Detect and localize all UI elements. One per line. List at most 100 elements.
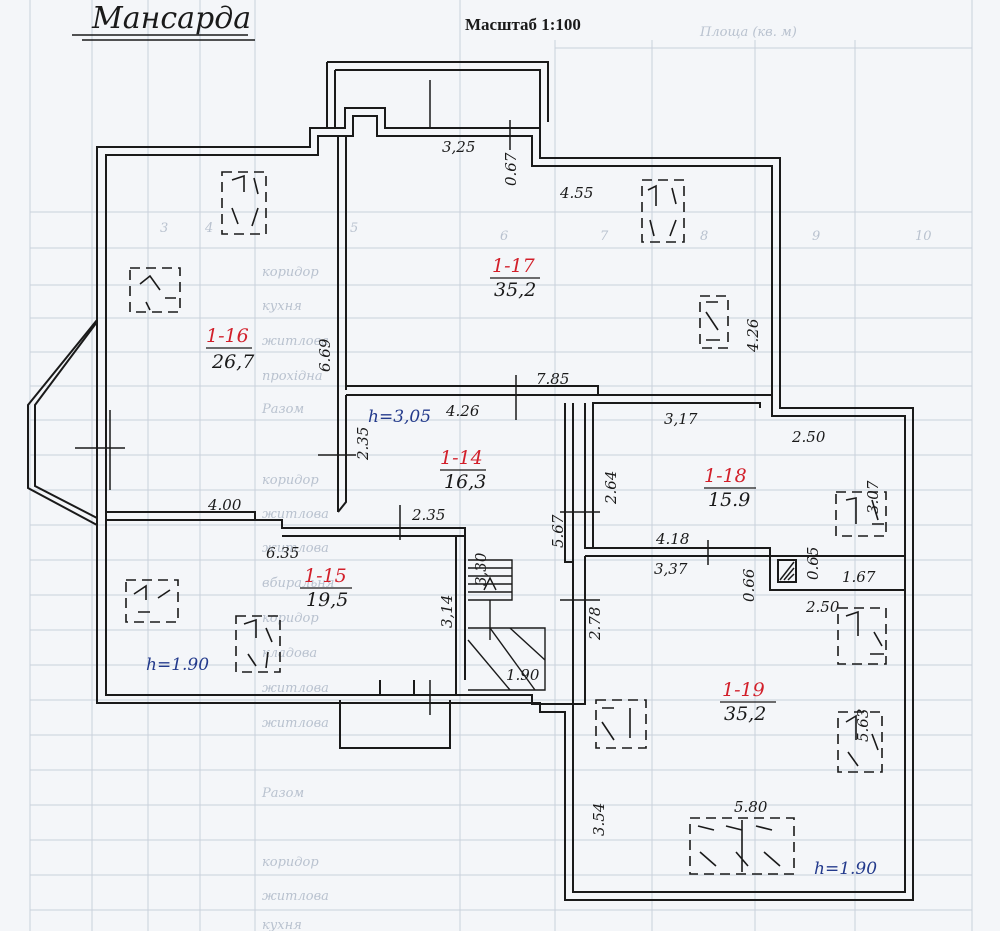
- window-symbols: [125, 171, 887, 875]
- form-row-label: житлова: [262, 541, 329, 556]
- dimension: 6.35: [266, 544, 299, 562]
- form-col-number: 8: [700, 229, 708, 244]
- room-area: 19,5: [306, 589, 348, 611]
- window-icon: [125, 579, 179, 623]
- dimension: 0.65: [804, 547, 822, 580]
- window-icon: [641, 179, 685, 243]
- title-underline: [72, 34, 255, 41]
- room-area: 26,7: [211, 351, 255, 373]
- window-icon: [837, 607, 887, 665]
- form-row-label: житлова: [262, 507, 329, 522]
- page-title: Мансарда: [91, 1, 251, 36]
- room-1-14: 1-14 16,3: [440, 447, 486, 493]
- room-1-19: 1-19 35,2: [720, 679, 776, 725]
- dimension: 4.55: [559, 184, 593, 202]
- form-row-label: житлова: [262, 681, 329, 696]
- window-icon: [129, 267, 181, 313]
- roof-outline: [326, 61, 549, 128]
- dimension: 1.90: [506, 666, 540, 684]
- form-row-label: коридор: [262, 265, 319, 280]
- room-1-15: 1-15 19,5: [300, 565, 352, 611]
- dimension: 3.07: [864, 480, 882, 514]
- dimension: 3,25: [442, 138, 475, 156]
- window-icon: [835, 491, 887, 537]
- scale-label: Масштаб 1:100: [465, 15, 581, 34]
- dimension: 3,37: [654, 560, 688, 578]
- dimension: 2.64: [602, 471, 620, 505]
- room-number: 1-18: [704, 465, 747, 487]
- form-row-label: кладова: [262, 646, 317, 661]
- exterior-walls: [96, 107, 914, 901]
- bottom-porch: [339, 680, 451, 749]
- opening-marks: [75, 80, 709, 715]
- room-area: 15.9: [708, 489, 750, 511]
- room-area: 35,2: [494, 279, 536, 301]
- dimension: 5.63: [854, 709, 872, 742]
- window-icon: [837, 711, 883, 773]
- background-form-text: Площа (кв. м) 3 4 5 6 7 8 9 10 коридор к…: [160, 25, 932, 931]
- dimension: 7.85: [536, 370, 569, 388]
- room-1-18: 1-18 15.9: [704, 465, 756, 511]
- room-number: 1-14: [440, 447, 483, 469]
- dimension: 0.66: [740, 568, 758, 602]
- dimension: 2.35: [411, 506, 445, 524]
- form-col-number: 5: [350, 221, 358, 236]
- form-row-label: Разом: [261, 786, 304, 801]
- dimension: 4.18: [655, 530, 689, 548]
- ceiling-height: h=1.90: [814, 859, 877, 879]
- room-1-16: 1-16 26,7: [206, 325, 255, 373]
- room-1-17: 1-17 35,2: [490, 255, 540, 301]
- form-col-number: 4: [204, 221, 213, 236]
- left-bay: [27, 319, 98, 526]
- form-row-label: житлова: [262, 889, 329, 904]
- dimension: 6.69: [316, 338, 334, 372]
- form-col-number: 10: [915, 229, 932, 244]
- form-row-label: кухня: [262, 918, 302, 931]
- form-row-label: Разом: [261, 402, 304, 417]
- window-icon: [595, 699, 647, 749]
- dimension: 2.50: [805, 598, 840, 616]
- dimension: 4.26: [445, 402, 480, 420]
- ceiling-height: h=3,05: [368, 407, 431, 427]
- window-icon: [689, 817, 795, 875]
- form-header: Площа (кв. м): [699, 25, 797, 40]
- room-area: 16,3: [444, 471, 486, 493]
- ceiling-heights: h=3,05 h=1.90 h=1.90: [146, 407, 877, 879]
- form-col-number: 7: [600, 229, 609, 244]
- dimension: 2.50: [791, 428, 826, 446]
- ceiling-height: h=1.90: [146, 655, 209, 675]
- dimension: 3,30: [472, 552, 490, 586]
- form-row-label: житлова: [262, 334, 329, 349]
- room-labels: 1-16 26,7 1-17 35,2 1-14 16,3 1-15 19,5 …: [206, 255, 776, 725]
- window-icon: [221, 171, 267, 235]
- form-row-label: вбиральня: [262, 576, 334, 591]
- dimension: 0.67: [502, 152, 520, 186]
- dimension: 2.78: [586, 607, 604, 641]
- ventilation-shaft: [777, 559, 797, 583]
- room-area: 35,2: [724, 703, 766, 725]
- dimension: 4.00: [207, 496, 242, 514]
- form-row-label: житлова: [262, 716, 329, 731]
- dimension: 3,14: [438, 595, 456, 628]
- dimension: 5.67: [549, 514, 567, 548]
- dimension: 1.67: [842, 568, 876, 586]
- dimension: 3.54: [590, 803, 608, 836]
- dimension: 3,17: [664, 410, 698, 428]
- room-number: 1-16: [206, 325, 249, 347]
- form-row-label: кухня: [262, 299, 302, 314]
- form-row-label: коридор: [262, 473, 319, 488]
- dimension: 4.26: [744, 318, 762, 353]
- form-col-number: 9: [812, 229, 820, 244]
- dimension: 5.80: [734, 798, 768, 816]
- form-row-label: прохідна: [262, 369, 323, 384]
- form-row-label: коридор: [262, 855, 319, 870]
- window-icon: [235, 615, 281, 673]
- form-row-label: коридор: [262, 611, 319, 626]
- form-col-number: 3: [160, 221, 168, 236]
- dimension-labels: 3,25 0.67 4.55 6.69 4.26 7.85 4.26 2.35 …: [207, 138, 882, 836]
- room-number: 1-19: [722, 679, 765, 701]
- window-icon: [699, 295, 729, 349]
- dimension: 2.35: [354, 427, 372, 461]
